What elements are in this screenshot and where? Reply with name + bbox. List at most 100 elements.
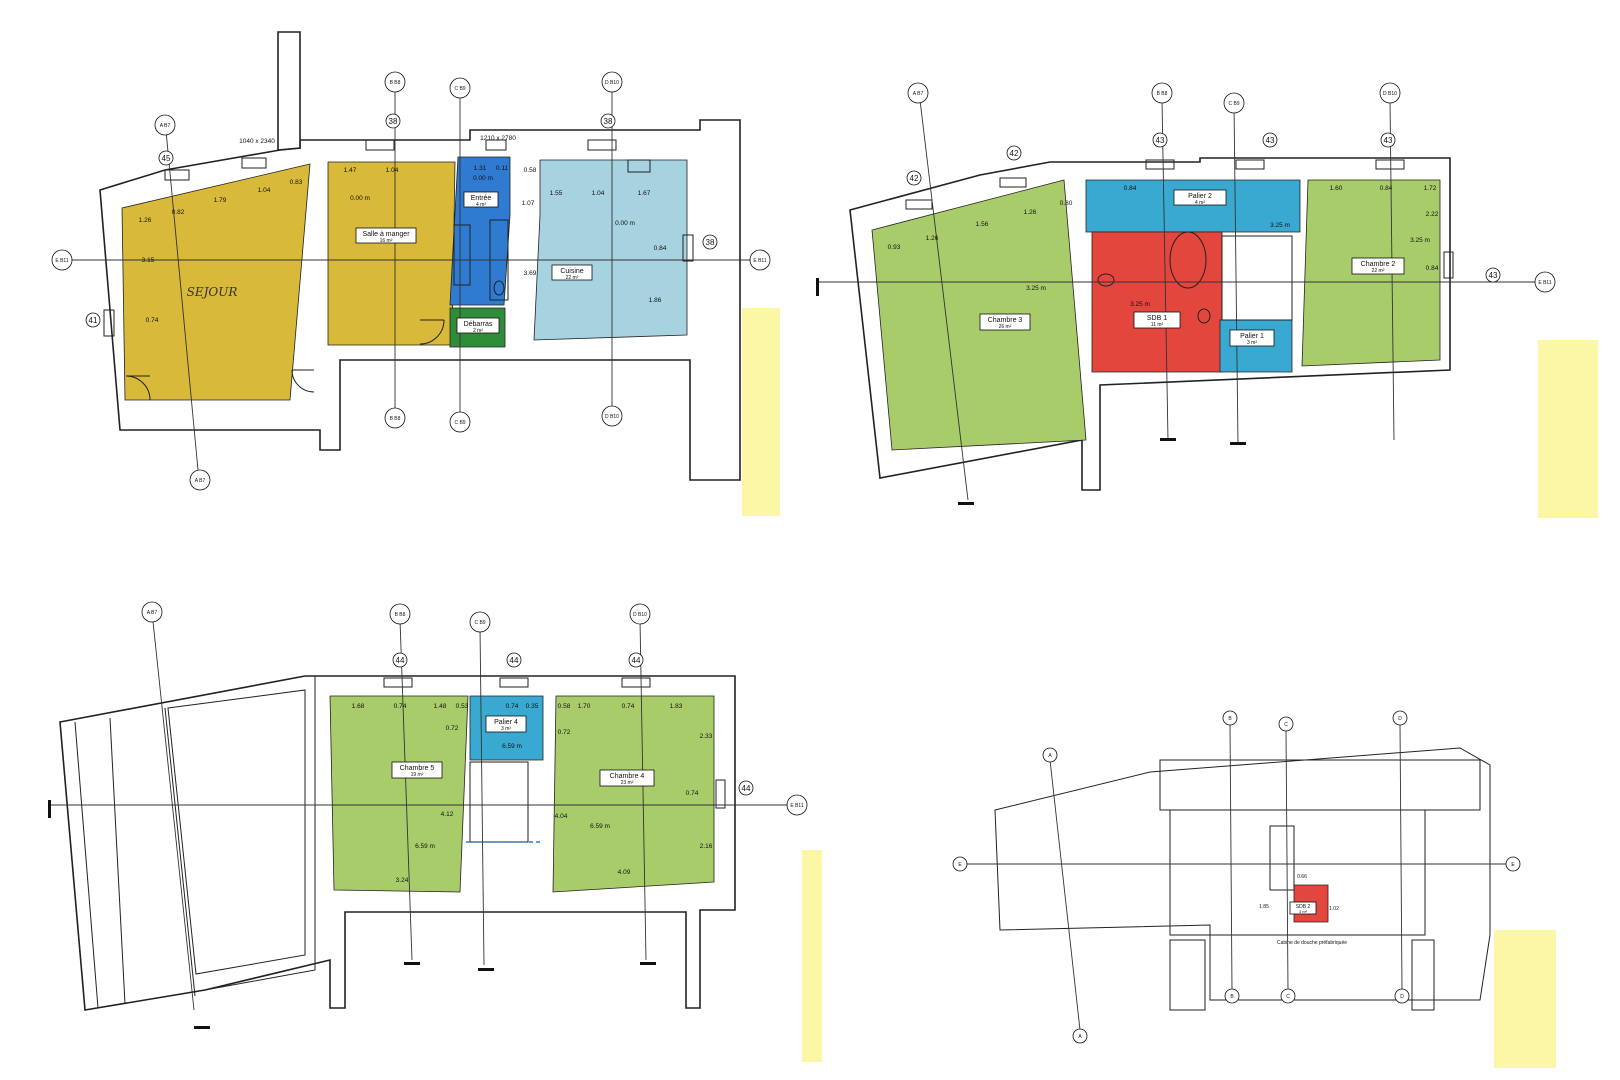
dimension: 0.84: [1426, 265, 1439, 272]
roof-line: [109, 717, 126, 1005]
room-label: Salle à manger: [362, 231, 410, 238]
level-mark: 3.25 m: [1270, 222, 1290, 229]
room-area: 3 m²: [501, 726, 511, 732]
grid-bubble: E B11: [749, 249, 771, 271]
grid-bubble: C B9: [449, 411, 471, 433]
dimension: 1.72: [1424, 185, 1437, 192]
grid-line-b: [1229, 723, 1233, 991]
stairs-first: [1221, 235, 1293, 321]
sticky-note: [742, 308, 780, 516]
room-area: 22 m²: [1372, 268, 1385, 274]
grid-bubble: B: [1222, 710, 1238, 726]
room-label: Palier 2: [1188, 193, 1212, 200]
section-cut-mark: [816, 278, 819, 296]
grid-bubble: D B10: [601, 71, 623, 93]
dimension: 2.22: [1426, 211, 1439, 218]
ground-chimney-wall: [277, 31, 301, 151]
window: [383, 677, 413, 688]
dimension: 0.74: [394, 703, 407, 710]
dimension: 0.11: [496, 165, 509, 172]
room-area: 4 m²: [1195, 200, 1205, 206]
svg-text:E B11: E B11: [753, 258, 766, 264]
dimension: 0.35: [526, 703, 539, 710]
room-sejour: [121, 163, 311, 401]
dimension: 1.68: [352, 703, 365, 710]
section-marker: 44: [506, 652, 522, 668]
room-tag: [391, 761, 443, 779]
svg-text:D: D: [1398, 716, 1402, 722]
dimension: 3.69: [524, 270, 537, 277]
room-chambre-5: [329, 695, 469, 893]
level-mark: 3.25 m: [1026, 285, 1046, 292]
room-label: SDB 1: [1147, 315, 1167, 322]
room-tag: [456, 317, 500, 334]
dimension: 0.80: [1060, 200, 1073, 207]
dimension: 0.58: [524, 167, 537, 174]
section-cut-mark: [478, 968, 494, 971]
sticky-note: [1494, 930, 1556, 1068]
level-mark: 6.59 m: [590, 823, 610, 830]
grid-bubble: B B8: [384, 71, 406, 93]
dimension: 1.79: [214, 197, 227, 204]
svg-text:38: 38: [604, 117, 613, 126]
section-marker: 44: [738, 780, 754, 796]
grid-bubble: C B9: [469, 611, 491, 633]
svg-text:D B10: D B10: [605, 80, 619, 86]
svg-text:D B10: D B10: [633, 612, 647, 618]
section-marker: 43: [1152, 132, 1168, 148]
grid-line-a: [1049, 759, 1081, 1031]
dimension: 1.04: [258, 187, 271, 194]
section-marker: 38: [702, 234, 718, 250]
svg-text:C: C: [1284, 722, 1288, 728]
dimension: 4.12: [441, 811, 454, 818]
svg-text:38: 38: [389, 117, 398, 126]
dimension: 4.04: [555, 813, 568, 820]
svg-text:E B11: E B11: [790, 803, 803, 809]
svg-text:44: 44: [510, 656, 519, 665]
roof-inner: [167, 689, 306, 975]
window: [365, 139, 395, 151]
svg-text:B B8: B B8: [395, 612, 406, 618]
room-chambre-3: [871, 179, 1087, 451]
roof-outline-left: [59, 675, 316, 1011]
svg-text:42: 42: [1010, 149, 1019, 158]
svg-text:C B9: C B9: [474, 620, 485, 626]
room-label: Chambre 4: [610, 773, 645, 780]
dimension: 1.47: [344, 167, 357, 174]
svg-text:38: 38: [706, 238, 715, 247]
svg-text:44: 44: [632, 656, 641, 665]
window: [103, 309, 115, 337]
dimension: 1.04: [386, 167, 399, 174]
svg-text:A B7: A B7: [160, 123, 171, 129]
section-marker: 43: [1380, 132, 1396, 148]
window: [164, 169, 190, 181]
room-tag: [979, 313, 1031, 331]
ground-floor-plan: SEJOUR Salle à manger 16 m² Entrée 4 m² …: [51, 31, 780, 516]
attic-inner-room: [1169, 809, 1426, 936]
room-label: Chambre 2: [1361, 261, 1396, 268]
room-chambre-4: [552, 695, 715, 893]
grid-line-c: [1285, 729, 1289, 991]
room-label: Entrée: [471, 195, 492, 202]
dimension: 1.83: [670, 703, 683, 710]
dimension: 0.66: [1297, 874, 1307, 880]
svg-text:D B10: D B10: [1383, 91, 1397, 97]
svg-text:41: 41: [89, 316, 98, 325]
attic-plan: SDB 2 3 m² Cabine de douche préfabriquée…: [952, 710, 1556, 1068]
grid-line-a: [919, 99, 969, 501]
grid-bubble: A: [1072, 1028, 1088, 1044]
room-area: 23 m²: [621, 780, 634, 786]
room-label: Chambre 5: [400, 765, 435, 772]
dimension: 1.26: [139, 217, 152, 224]
room-label: Palier 4: [494, 719, 518, 726]
section-cut-mark: [1230, 442, 1246, 445]
level-mark: 3.25 m: [1130, 301, 1150, 308]
dimension: 0.53: [456, 703, 469, 710]
dimension: 0.74: [622, 703, 635, 710]
grid-bubble: D: [1392, 710, 1408, 726]
level-mark: 0.00 m: [473, 175, 493, 182]
room-palier-2: [1085, 179, 1301, 233]
level-mark: 6.59 m: [502, 743, 522, 750]
washbasin-icon: [1097, 273, 1115, 287]
svg-text:B B8: B B8: [390, 416, 401, 422]
